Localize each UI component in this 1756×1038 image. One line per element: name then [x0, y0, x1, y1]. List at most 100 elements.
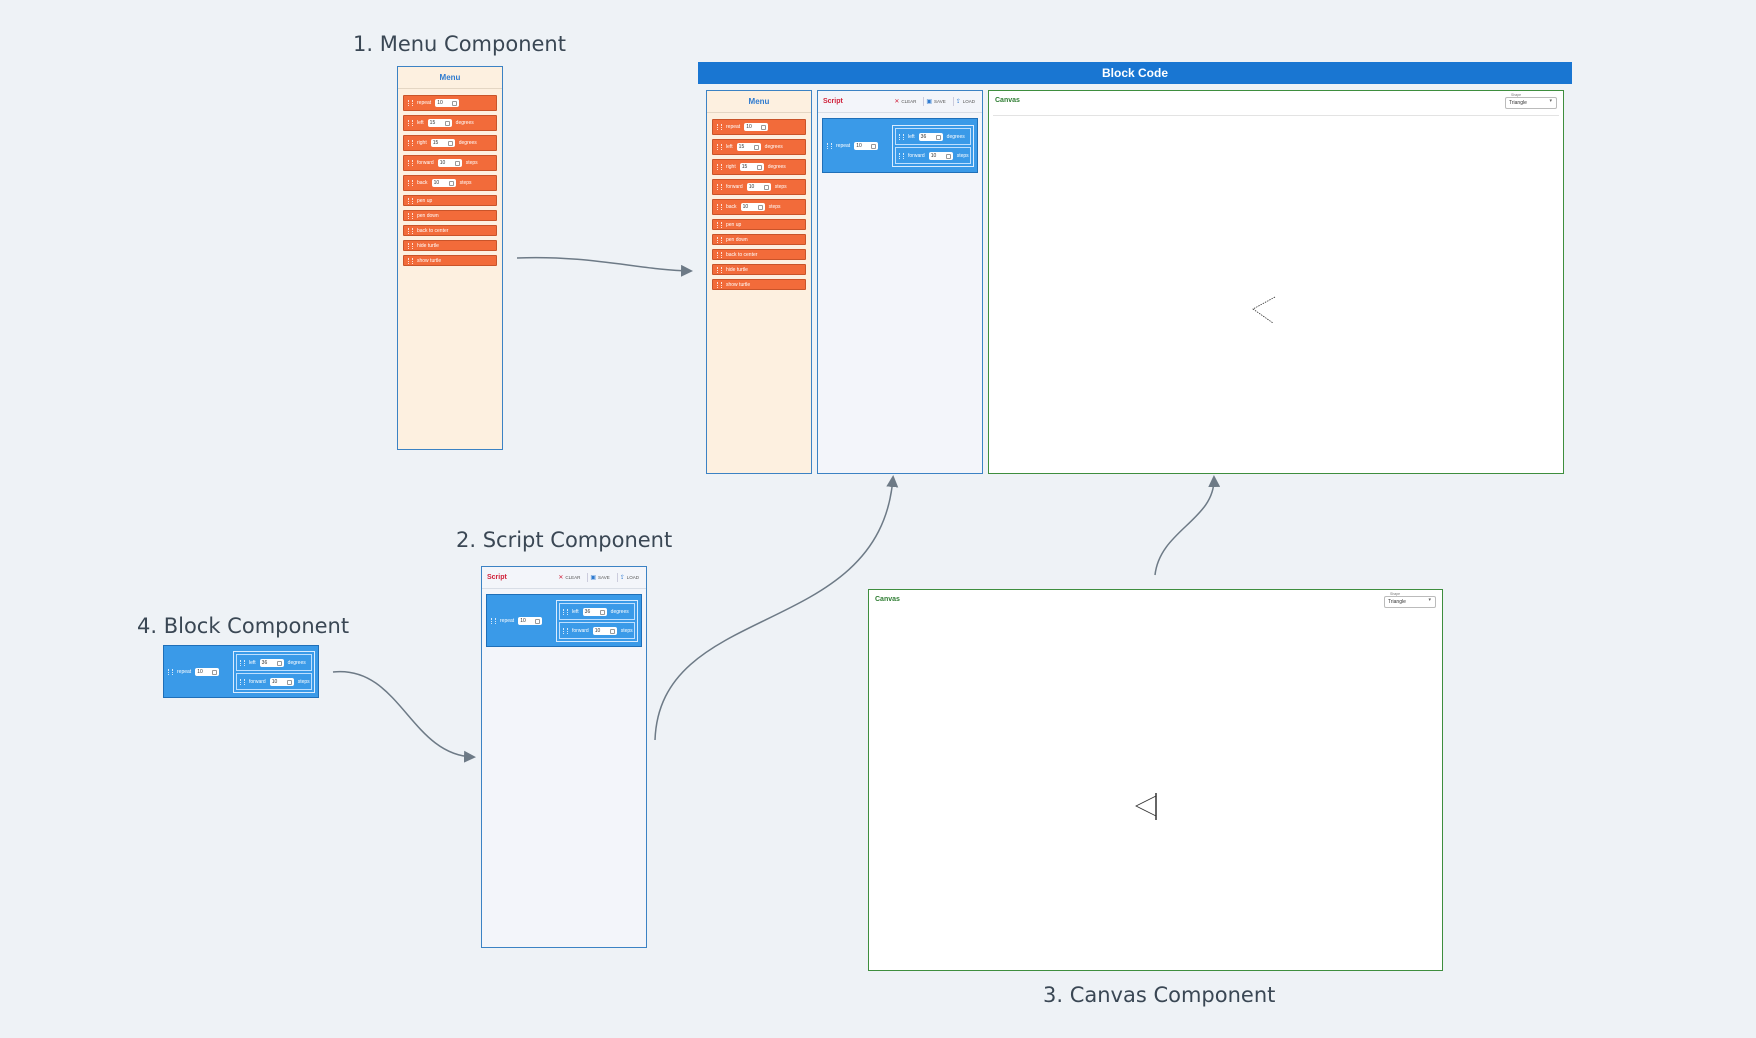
drag-handle-icon[interactable] — [563, 608, 568, 615]
app-script-repeat-block[interactable]: repeat 10 left 36 degrees forward 10 ste… — [822, 118, 978, 173]
menu-block[interactable]: pen up — [403, 195, 497, 206]
drag-handle-icon[interactable] — [563, 627, 568, 634]
drag-handle-icon[interactable] — [408, 197, 413, 204]
drag-handle-icon[interactable] — [408, 212, 413, 219]
chevron-down-icon: ▾ — [1549, 98, 1552, 104]
clear-button[interactable]: ✕CLEAR — [558, 575, 581, 581]
app-shape-select[interactable]: Shape Triangle ▾ — [1505, 93, 1557, 109]
app-script-header: Script ✕CLEAR ▣SAVE ⇪LOAD — [818, 91, 982, 113]
repeat-inner-stack: left 36 degrees forward 10 steps — [233, 651, 315, 693]
arrow-script-to-app — [654, 475, 899, 741]
drag-handle-icon[interactable] — [899, 133, 904, 140]
inner-block-left[interactable]: left 36 degrees — [559, 603, 635, 620]
drag-handle-icon[interactable] — [717, 236, 722, 243]
canvas-component: Canvas Shape Triangle ▾ — [868, 589, 1443, 971]
drag-handle-icon[interactable] — [717, 221, 722, 228]
chevron-down-icon: ▾ — [1428, 597, 1431, 603]
script-repeat-block[interactable]: repeat 10 left 36 degrees forward 10 ste… — [486, 594, 642, 647]
block-component[interactable]: repeat 10 left 36 degrees forward 10 ste… — [163, 645, 319, 698]
arrow-canvas-to-app — [1154, 475, 1221, 576]
inner-block-forward[interactable]: forward 10 steps — [236, 673, 312, 690]
app-load-button[interactable]: ⇪LOAD — [952, 97, 977, 106]
save-button[interactable]: ▣SAVE — [587, 573, 611, 582]
menu-title: Menu — [398, 67, 502, 89]
menu-block[interactable]: back to center — [403, 225, 497, 236]
drag-handle-icon[interactable] — [408, 140, 413, 146]
script-component-title: 2. Script Component — [456, 528, 673, 552]
drag-handle-icon[interactable] — [408, 257, 413, 264]
drag-handle-icon[interactable] — [717, 164, 722, 170]
upload-icon: ⇪ — [955, 99, 961, 105]
app-save-button[interactable]: ▣SAVE — [923, 97, 947, 106]
inner-block-left[interactable]: left 36 degrees — [895, 128, 971, 145]
inner-block-left[interactable]: left 36 degrees — [236, 654, 312, 671]
app-menu-title: Menu — [707, 91, 811, 113]
drag-handle-icon[interactable] — [899, 152, 904, 159]
drag-handle-icon[interactable] — [717, 281, 722, 288]
menu-block[interactable]: show turtle — [403, 255, 497, 266]
inner-block-forward[interactable]: forward 10 steps — [895, 147, 971, 164]
drag-handle-icon[interactable] — [408, 242, 413, 249]
drag-handle-icon[interactable] — [717, 204, 722, 210]
menu-block[interactable]: pen down — [403, 210, 497, 221]
menu-block[interactable]: pen down — [712, 234, 806, 245]
drag-handle-icon[interactable] — [408, 120, 413, 126]
repeat-inner-stack: left 36 degrees forward 10 steps — [556, 600, 638, 642]
drag-handle-icon[interactable] — [408, 100, 413, 106]
turtle-drawing — [1252, 296, 1276, 324]
app-canvas-title: Canvas — [995, 97, 1020, 104]
drag-handle-icon[interactable] — [827, 143, 832, 149]
canvas-title: Canvas — [875, 596, 900, 603]
drag-handle-icon[interactable] — [240, 678, 245, 685]
block-component-title: 4. Block Component — [137, 614, 350, 638]
drag-handle-icon[interactable] — [491, 618, 496, 624]
close-icon: ✕ — [558, 575, 564, 581]
menu-block[interactable]: hide turtle — [712, 264, 806, 275]
repeat-inner-stack: left 36 degrees forward 10 steps — [892, 125, 974, 167]
turtle-drawing — [1135, 793, 1157, 820]
drag-handle-icon[interactable] — [168, 669, 173, 675]
script-header: Script ✕CLEAR ▣SAVE ⇪LOAD — [482, 567, 646, 589]
inner-block-forward[interactable]: forward 10 steps — [559, 622, 635, 639]
save-icon: ▣ — [590, 575, 597, 581]
drag-handle-icon[interactable] — [717, 266, 722, 273]
script-component: Script ✕CLEAR ▣SAVE ⇪LOAD repeat 10 left… — [481, 566, 647, 948]
drag-handle-icon[interactable] — [717, 251, 722, 258]
menu-block[interactable]: back to center — [712, 249, 806, 260]
drag-handle-icon[interactable] — [717, 184, 722, 190]
canvas-divider — [993, 115, 1559, 116]
arrow-menu-to-app — [516, 256, 693, 277]
canvas-component-title: 3. Canvas Component — [1043, 983, 1276, 1007]
drag-handle-icon[interactable] — [717, 124, 722, 130]
menu-block[interactable]: show turtle — [712, 279, 806, 290]
app-script-panel: Script ✕CLEAR ▣SAVE ⇪LOAD repeat 10 left… — [817, 90, 983, 474]
shape-select[interactable]: Shape Triangle ▾ — [1384, 592, 1436, 608]
drag-handle-icon[interactable] — [240, 659, 245, 666]
drag-handle-icon[interactable] — [408, 160, 413, 166]
repeat-count-input[interactable]: 10 — [518, 617, 543, 625]
menu-component-title: 1. Menu Component — [353, 32, 566, 56]
app-canvas-panel: Canvas Shape Triangle ▾ — [988, 90, 1564, 474]
drag-handle-icon[interactable] — [408, 227, 413, 234]
menu-block[interactable]: pen up — [712, 219, 806, 230]
load-button[interactable]: ⇪LOAD — [616, 573, 641, 582]
app-script-title: Script — [823, 98, 843, 105]
repeat-count-input[interactable]: 10 — [854, 142, 879, 150]
drag-handle-icon[interactable] — [408, 180, 413, 186]
repeat-count-input[interactable]: 10 — [195, 668, 220, 676]
menu-block[interactable]: hide turtle — [403, 240, 497, 251]
drag-handle-icon[interactable] — [717, 144, 722, 150]
app-clear-button[interactable]: ✕CLEAR — [894, 99, 917, 105]
